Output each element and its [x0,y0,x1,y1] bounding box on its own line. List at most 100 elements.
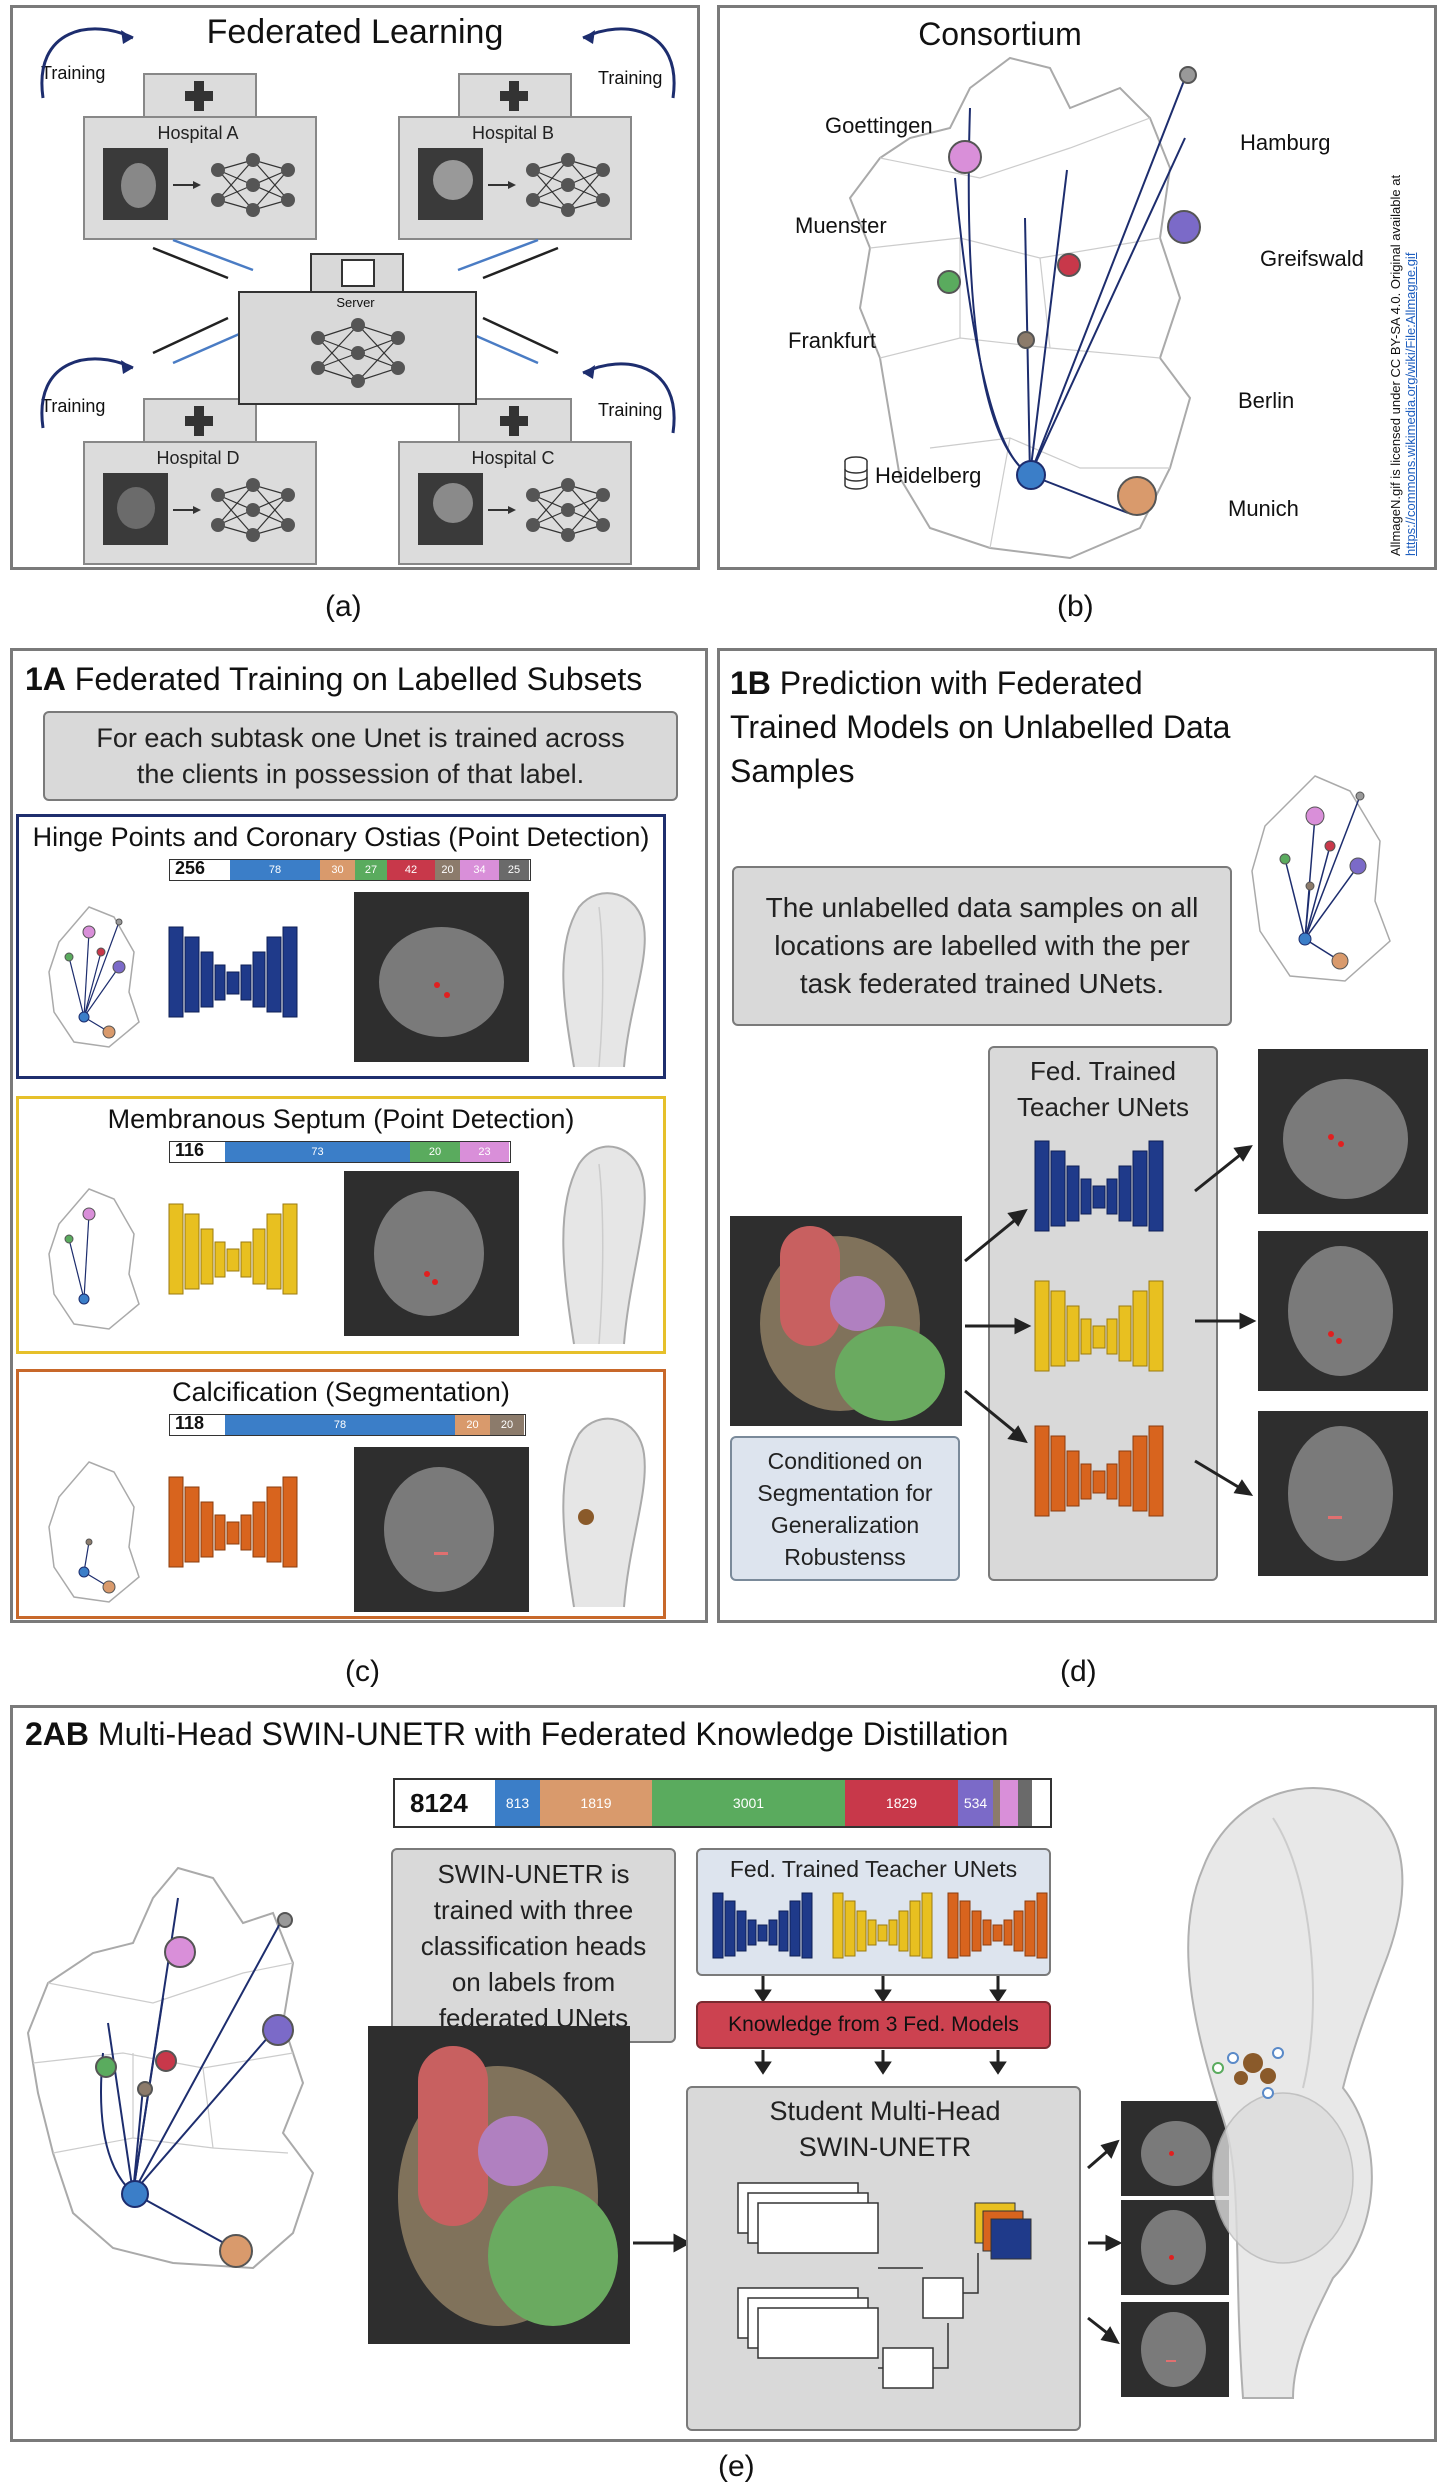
panel-d-info: The unlabelled data samples on all locat… [732,866,1232,1026]
database-icon [843,456,869,490]
ct-segmented-input [730,1216,962,1426]
site-munich [219,2234,253,2268]
bar-segment: 3001 [652,1780,845,1826]
mini-map [48,906,140,1048]
bar-total: 8124 [410,1788,468,1818]
unet-orange [947,1892,1048,1959]
aorta-model-large [1187,1787,1404,2399]
bar-total: 116 [175,1140,205,1160]
ct-image [418,148,483,220]
mini-map [48,1461,140,1603]
mini-map [1251,775,1391,982]
ct-output-3 [1258,1411,1428,1576]
sample-bar: 8124 813 1819 3001 1829 534 [393,1778,1052,1828]
task-membranous-septum: Membranous Septum (Point Detection) 116 … [16,1096,666,1354]
city-hamburg: Hamburg [1240,130,1331,155]
swin-info-box: SWIN-UNETR is trained with three classif… [391,1848,676,2043]
unet-blue [1034,1140,1164,1232]
site-greifswald [1167,210,1201,244]
unet-yellow [1034,1280,1164,1372]
site-goettingen [164,1936,196,1968]
server-label: Server [336,295,375,310]
panel-d-title: 1B Prediction with Federated Trained Mod… [730,665,1231,789]
hospital-d: Hospital D [83,398,317,565]
caption-b: (b) [1057,590,1094,623]
panel-federated-learning: Federated Learning Hospital A [10,5,700,570]
aorta-model [562,1145,646,1345]
bar-segment: 27 [355,860,387,880]
bar-segment: 23 [460,1142,509,1162]
bar-segment [1018,1780,1032,1826]
network-icon [173,153,295,217]
ct-output-1 [1258,1049,1428,1214]
ct-output-1 [1121,2101,1229,2196]
training-label: Training [598,400,663,420]
bar-segment: 20 [490,1415,524,1435]
mini-map [48,1188,140,1330]
cross-icon [500,406,528,436]
city-goettingen: Goettingen [825,113,933,138]
server-icon [341,259,375,287]
sample-bar: 256 78 30 27 42 20 34 25 [169,858,531,881]
network-icon [173,478,295,542]
hospital-a: Hospital A [83,73,317,240]
bar-segment: 534 [958,1780,993,1826]
server: Server [238,253,477,405]
unet-yellow [832,1892,933,1959]
training-label: Training [598,68,663,88]
bar-segment: 20 [435,860,460,880]
ct-image [103,473,168,545]
unet-blue [168,926,298,1018]
teacher-unets-box-e: Fed. Trained Teacher UNets [696,1848,1051,1976]
site-goettingen [948,140,982,174]
ct-prediction [354,1447,529,1612]
task-calcification: Calcification (Segmentation) 118 78 20 2… [16,1369,666,1619]
consortium-links [954,72,1188,514]
bar-segment: 34 [460,860,499,880]
ct-prediction [354,892,529,1062]
sample-bar: 116 73 20 23 [169,1140,511,1163]
panel-distillation: 2AB Multi-Head SWIN-UNETR with Federated… [10,1705,1437,2442]
task-title: Membranous Septum (Point Detection) [107,1104,575,1134]
panel-c-title: 1A Federated Training on Labelled Subset… [25,661,643,697]
sample-bar: 118 78 20 20 [169,1413,526,1436]
ct-prediction [344,1171,519,1336]
bar-segment [993,1780,1000,1826]
panel-e-title: 2AB Multi-Head SWIN-UNETR with Federated… [25,1716,1009,1752]
ct-segmented-input [368,2026,630,2344]
bar-total: 118 [175,1413,205,1433]
aorta-model [562,892,646,1068]
hospital-c: Hospital C [398,398,632,565]
site-frankfurt [137,2081,153,2097]
caption-e: (e) [718,2450,755,2483]
ct-image [418,473,483,545]
panel-prediction: 1B Prediction with Federated Trained Mod… [717,648,1437,1623]
ct-output-2 [1258,1231,1428,1391]
cross-icon [185,406,213,436]
hospital-d-label: Hospital D [156,448,240,468]
teacher-unets-box: Fed. Trained Teacher UNets [988,1046,1218,1581]
bar-segment: 20 [455,1415,490,1435]
bar-segment: 813 [495,1780,540,1826]
cross-icon [185,81,213,111]
bar-segment: 30 [320,860,355,880]
panel-federated-training: 1A Federated Training on Labelled Subset… [10,648,708,1623]
hospital-a-label: Hospital A [157,123,239,143]
network-icon [311,318,405,388]
bar-segment: 78 [225,1415,455,1435]
site-center [155,2050,177,2072]
hospital-c-label: Hospital C [471,448,555,468]
license-link[interactable]: https://commons.wikimedia.org/wiki/File:… [1403,252,1418,556]
training-loop-arrows [40,27,676,434]
unet-blue [712,1892,813,1959]
conditioned-box: Conditioned on Segmentation for Generali… [730,1436,960,1581]
flow-arrows [964,1145,1257,1496]
city-heidelberg: Heidelberg [875,463,982,488]
bar-segment: 1819 [540,1780,652,1826]
bar-total: 256 [175,858,206,878]
ct-image [103,148,168,220]
caption-c: (c) [345,1655,380,1688]
training-label: Training [41,396,106,416]
unet-orange [1034,1425,1164,1517]
ct-output-2 [1121,2200,1229,2295]
